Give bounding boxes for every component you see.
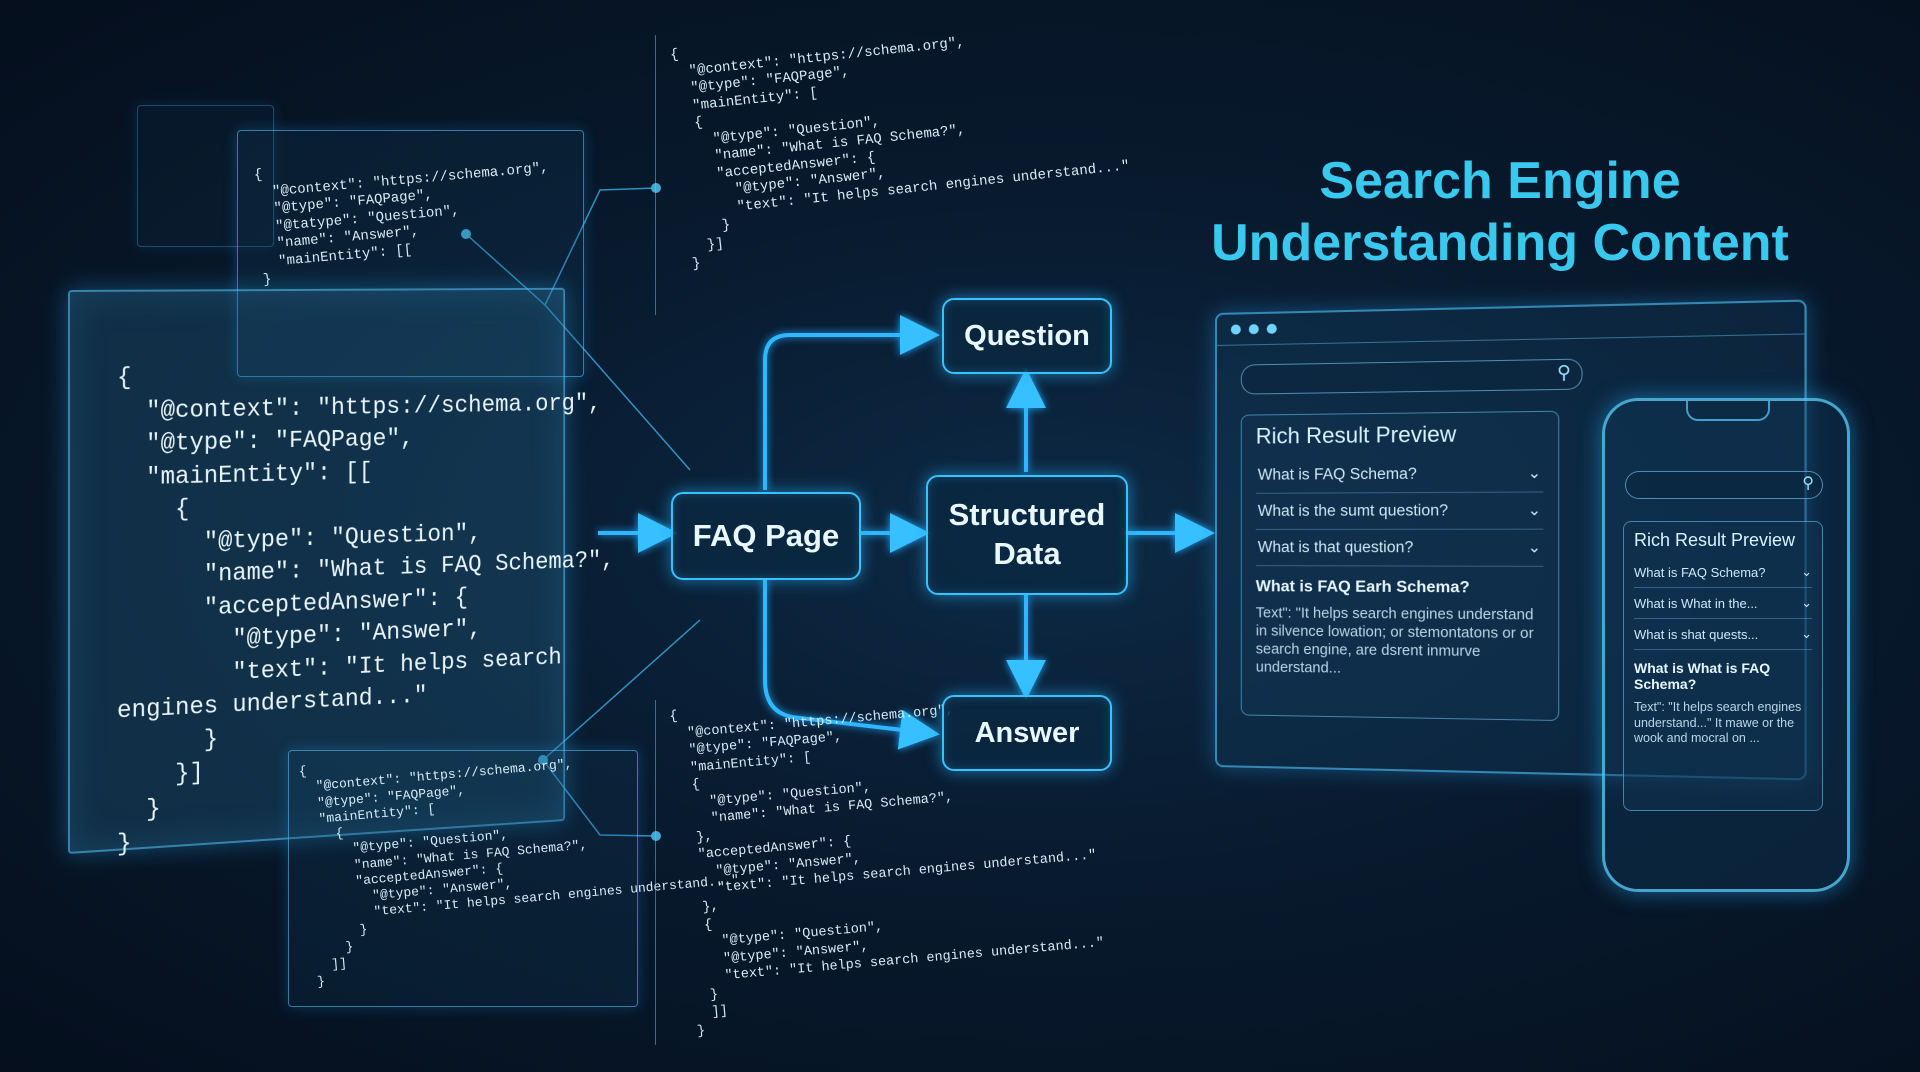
phone-faq-question-row[interactable]: What is What in the... ⌄ — [1634, 588, 1812, 619]
chevron-down-icon[interactable]: ⌄ — [1527, 538, 1542, 557]
search-icon: ⚲ — [1556, 361, 1571, 383]
answer-node: Answer — [942, 695, 1112, 771]
structured-data-label-line2: Data — [993, 536, 1061, 571]
window-controls — [1230, 323, 1277, 335]
window-dot — [1230, 324, 1241, 335]
phone-rich-result-heading: Rich Result Preview — [1634, 530, 1796, 550]
answer-label: Answer — [974, 716, 1080, 749]
code-panel-top-center: { "@context": "https://schema.org", "@ty… — [655, 34, 1130, 315]
faq-page-node: FAQ Page — [671, 492, 861, 580]
title-line-2: Understanding Content — [1211, 214, 1789, 273]
phone-search-input[interactable]: ⚲ — [1625, 471, 1823, 499]
chevron-down-icon[interactable]: ⌄ — [1801, 564, 1812, 579]
faq-question-row[interactable]: What is that question? ⌄ — [1255, 529, 1544, 567]
faq-question-text: What is the sumt question? — [1257, 501, 1449, 520]
rich-result-heading: Rich Result Preview — [1255, 421, 1457, 449]
phone-faq-question-text: What is shat quests... — [1634, 626, 1759, 642]
faq-page-label: FAQ Page — [692, 518, 840, 553]
arrow-faq-to-question — [763, 315, 940, 490]
window-dot — [1248, 324, 1259, 335]
search-input[interactable]: ⚲ — [1240, 358, 1583, 395]
link-line-4 — [542, 619, 701, 761]
search-icon: ⚲ — [1802, 475, 1814, 492]
decor-square — [137, 105, 274, 247]
page-title: Search Engine Understanding Content — [1180, 150, 1820, 275]
phone-faq-question-text: What is What in the... — [1634, 595, 1758, 611]
code-panel-bottom-left: { "@context": "https://schema.org", "@ty… — [288, 750, 740, 1007]
phone-faq-answer-title: What is What is FAQ Schema? — [1634, 660, 1771, 692]
phone-device: ⚲ Rich Result Preview What is FAQ Schema… — [1602, 398, 1850, 892]
faq-answer-title: What is FAQ Earh Schema? — [1255, 578, 1470, 597]
question-label: Question — [964, 319, 1090, 352]
code-snippet-bottom-left: { "@context": "https://schema.org", "@ty… — [298, 756, 740, 990]
rich-result-card: Rich Result Preview What is FAQ Schema? … — [1240, 410, 1560, 722]
phone-faq-question-row[interactable]: What is shat quests... ⌄ — [1634, 619, 1812, 650]
code-panel-bottom-center: { "@context": "https://schema.org", "@ty… — [655, 700, 1105, 1045]
faq-question-text: What is that question? — [1257, 538, 1414, 556]
arrow-faq-to-answer — [763, 578, 940, 750]
phone-rich-result-card: Rich Result Preview What is FAQ Schema? … — [1623, 521, 1823, 811]
phone-notch — [1686, 401, 1770, 421]
faq-question-text: What is FAQ Schema? — [1257, 465, 1417, 484]
title-line-1: Search Engine — [1319, 152, 1681, 210]
window-dot — [1266, 323, 1277, 334]
faq-question-row[interactable]: What is the sumt question? ⌄ — [1255, 492, 1544, 530]
faq-question-row[interactable]: What is FAQ Schema? ⌄ — [1255, 455, 1544, 494]
chevron-down-icon[interactable]: ⌄ — [1801, 595, 1812, 610]
link-line-2 — [544, 187, 657, 306]
chevron-down-icon[interactable]: ⌄ — [1527, 501, 1542, 520]
structured-data-node: Structured Data — [926, 475, 1128, 595]
faq-answer-text: Text": "It helps search engines understa… — [1255, 605, 1534, 678]
code-snippet-top-left: { "@context": "https://schema.org", "@ty… — [253, 159, 550, 289]
phone-faq-answer-text: Text": "It helps search engines understa… — [1634, 700, 1802, 746]
chevron-down-icon[interactable]: ⌄ — [1527, 464, 1542, 483]
phone-faq-question-row[interactable]: What is FAQ Schema? ⌄ — [1634, 557, 1812, 588]
chevron-down-icon[interactable]: ⌄ — [1801, 626, 1812, 641]
phone-faq-question-text: What is FAQ Schema? — [1634, 564, 1766, 580]
code-panel-top-left: { "@context": "https://schema.org", "@ty… — [237, 130, 584, 377]
code-snippet-top-center: { "@context": "https://schema.org", "@ty… — [669, 34, 1131, 273]
structured-data-label-line1: Structured — [948, 497, 1106, 533]
question-node: Question — [942, 298, 1112, 374]
